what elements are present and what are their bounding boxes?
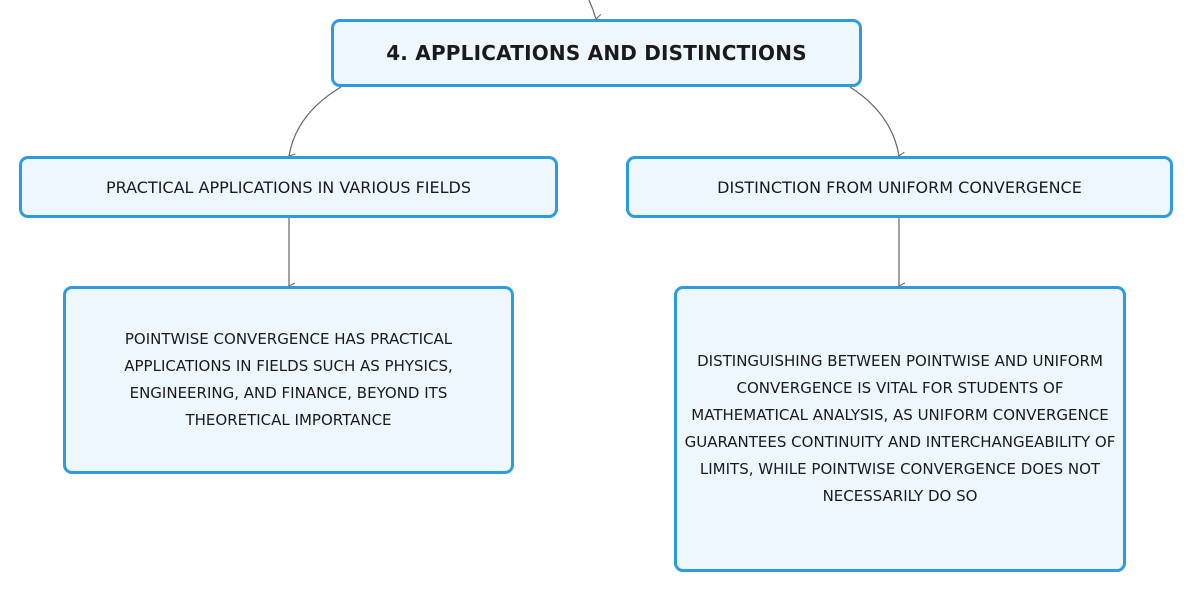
connector-root-to-distinction — [849, 86, 899, 156]
topic-node-distinction-uniform-convergence[interactable]: DISTINCTION FROM UNIFORM CONVERGENCE — [626, 156, 1173, 218]
detail-text-distinction-uniform-convergence: DISTINGUISHING BETWEEN POINTWISE AND UNI… — [684, 352, 1116, 505]
detail-node-practical-applications[interactable]: POINTWISE CONVERGENCE HAS PRACTICAL APPL… — [63, 286, 514, 474]
detail-text-practical-applications: POINTWISE CONVERGENCE HAS PRACTICAL APPL… — [124, 330, 453, 429]
root-topic-label: 4. APPLICATIONS AND DISTINCTIONS — [386, 41, 807, 65]
topic-label-distinction-uniform-convergence: DISTINCTION FROM UNIFORM CONVERGENCE — [717, 177, 1082, 197]
detail-node-distinction-uniform-convergence[interactable]: DISTINGUISHING BETWEEN POINTWISE AND UNI… — [674, 286, 1126, 572]
connector-incoming-to-root — [588, 0, 596, 19]
topic-label-practical-applications: PRACTICAL APPLICATIONS IN VARIOUS FIELDS — [105, 177, 472, 197]
connector-root-to-applications — [289, 86, 342, 156]
root-topic-node[interactable]: 4. APPLICATIONS AND DISTINCTIONS — [331, 19, 862, 87]
topic-node-practical-applications[interactable]: PRACTICAL APPLICATIONS IN VARIOUS FIELDS — [19, 156, 558, 218]
